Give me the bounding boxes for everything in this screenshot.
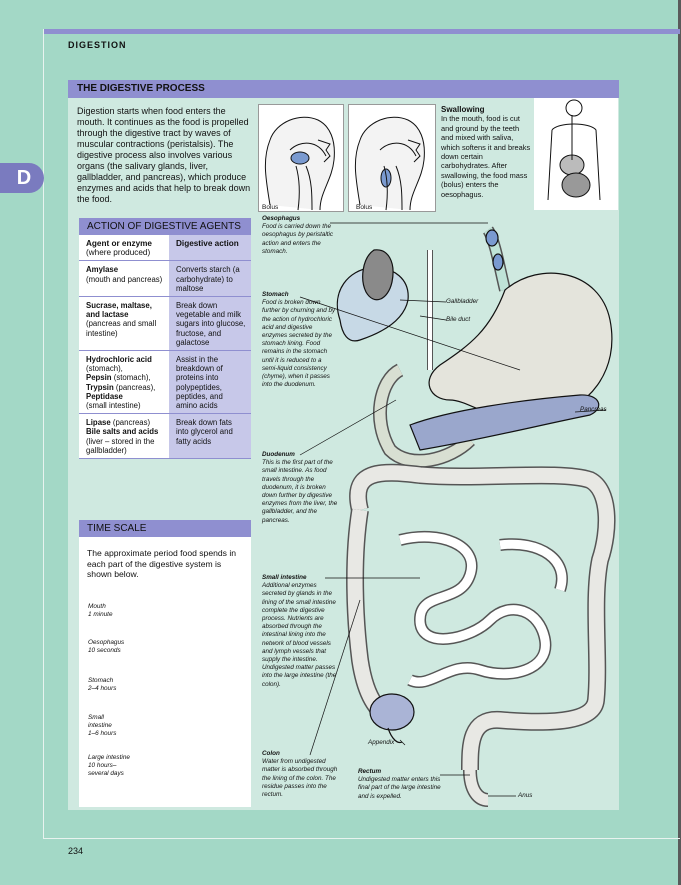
- swallowing-text: In the mouth, food is cut and ground by …: [441, 114, 531, 199]
- agent-action: Assist in the breakdown of proteins into…: [169, 350, 251, 415]
- agent-source: (liver – stored in the gallbladder): [86, 436, 155, 455]
- label-title: Colon: [262, 750, 280, 757]
- agent-action: Break down vegetable and milk sugars int…: [169, 296, 251, 352]
- time-value: 1 minute: [88, 611, 113, 618]
- label-text: Food is carried down the oesophagus by p…: [262, 223, 334, 255]
- agent-name: Lipase: [86, 418, 111, 428]
- time-part: Small intestine: [88, 714, 112, 729]
- agent-source: (small intestine): [86, 401, 141, 411]
- frame-line: [43, 29, 44, 839]
- page-number: 234: [68, 846, 84, 856]
- appendix-label: Appendix: [368, 739, 395, 746]
- agent-source: (pancreas): [112, 418, 151, 428]
- bile-duct-label: Bile duct: [446, 316, 471, 323]
- label-text: Water from undigested matter is absorbed…: [262, 758, 338, 799]
- label-title: Rectum: [358, 768, 382, 775]
- pancreas-label: Pancreas: [580, 406, 607, 413]
- timescale-text: The approximate period food spends in ea…: [87, 548, 237, 579]
- label-title: Duodenum: [262, 451, 295, 458]
- time-part: Large intestine: [88, 754, 130, 761]
- time-value: 10 hours–several days: [88, 762, 124, 777]
- agent-name: Amylase: [86, 265, 119, 275]
- label-text: Food is broken down further by churning …: [262, 299, 336, 389]
- label-title: Small intestine: [262, 574, 307, 581]
- agent-name: Pepsin: [86, 373, 112, 383]
- digestive-system: [336, 226, 616, 807]
- table-row: Amylase(mouth and pancreas) Converts sta…: [79, 260, 251, 298]
- table-row: Agent or enzyme(where produced) Digestiv…: [79, 235, 251, 262]
- label-title: Oesophagus: [262, 215, 301, 222]
- col-header: Agent or enzyme: [86, 239, 152, 248]
- col-header-sub: (where produced): [86, 248, 151, 258]
- leader-lines: [299, 222, 607, 797]
- agent-source: (stomach),: [113, 373, 151, 383]
- panel-title: THE DIGESTIVE PROCESS: [68, 80, 619, 98]
- top-rule: [44, 29, 680, 34]
- label-title: Stomach: [262, 291, 289, 298]
- intro-text: Digestion starts when food enters the mo…: [77, 106, 251, 204]
- agents-table: Agent or enzyme(where produced) Digestiv…: [79, 235, 251, 460]
- torso-figure: [547, 99, 601, 201]
- anus-label: Anus: [518, 792, 533, 799]
- bolus-label: Bolus: [262, 204, 279, 211]
- agent-action: Break down fats into glycerol and fatty …: [169, 413, 251, 460]
- agent-name: Hydrochloric acid: [86, 355, 152, 365]
- index-tab[interactable]: D: [0, 163, 44, 193]
- table-row: Sucrase, maltase, and lactase(pancreas a…: [79, 296, 251, 352]
- swallowing-title: Swallowing: [441, 105, 485, 114]
- agent-source: (stomach),: [86, 364, 123, 374]
- agent-action: Converts starch (a carbohydrate) to malt…: [169, 260, 251, 298]
- agents-title: ACTION OF DIGESTIVE AGENTS: [79, 218, 251, 235]
- frame-line: [43, 838, 680, 839]
- time-part: Stomach: [88, 677, 114, 684]
- time-value: 1–6 hours: [88, 730, 117, 737]
- timescale-title: TIME SCALE: [79, 520, 251, 537]
- agent-name: Peptidase: [86, 391, 123, 401]
- head-profile-1: [264, 116, 335, 211]
- time-part: Oesophagus: [88, 639, 125, 646]
- section-title: DIGESTION: [68, 40, 127, 50]
- agent-name: Trypsin: [86, 382, 114, 392]
- agent-source: (pancreas),: [115, 382, 156, 392]
- time-part: Mouth: [88, 603, 106, 610]
- time-value: 2–4 hours: [88, 685, 117, 692]
- label-text: Additional enzymes secreted by glands in…: [262, 582, 337, 688]
- head-profile-2: [354, 116, 425, 211]
- timescale-box: [79, 537, 251, 807]
- agent-source: (mouth and pancreas): [86, 274, 163, 284]
- agent-name: Bile salts and acids: [86, 427, 159, 437]
- table-row: Lipase (pancreas)Bile salts and acids(li…: [79, 413, 251, 460]
- label-text: This is the first part of the small inte…: [262, 459, 338, 524]
- table-row: Hydrochloric acid (stomach),Pepsin (stom…: [79, 350, 251, 415]
- gallbladder-label: Gallbladder: [446, 298, 479, 305]
- col-header: Digestive action: [169, 235, 251, 262]
- agent-source: (pancreas and small intestine): [86, 319, 157, 338]
- bolus-label: Bolus: [356, 204, 373, 211]
- time-value: 10 seconds: [88, 647, 121, 654]
- label-text: Undigested matter enters this final part…: [358, 776, 441, 800]
- agent-name: Sucrase, maltase, and lactase: [86, 301, 152, 320]
